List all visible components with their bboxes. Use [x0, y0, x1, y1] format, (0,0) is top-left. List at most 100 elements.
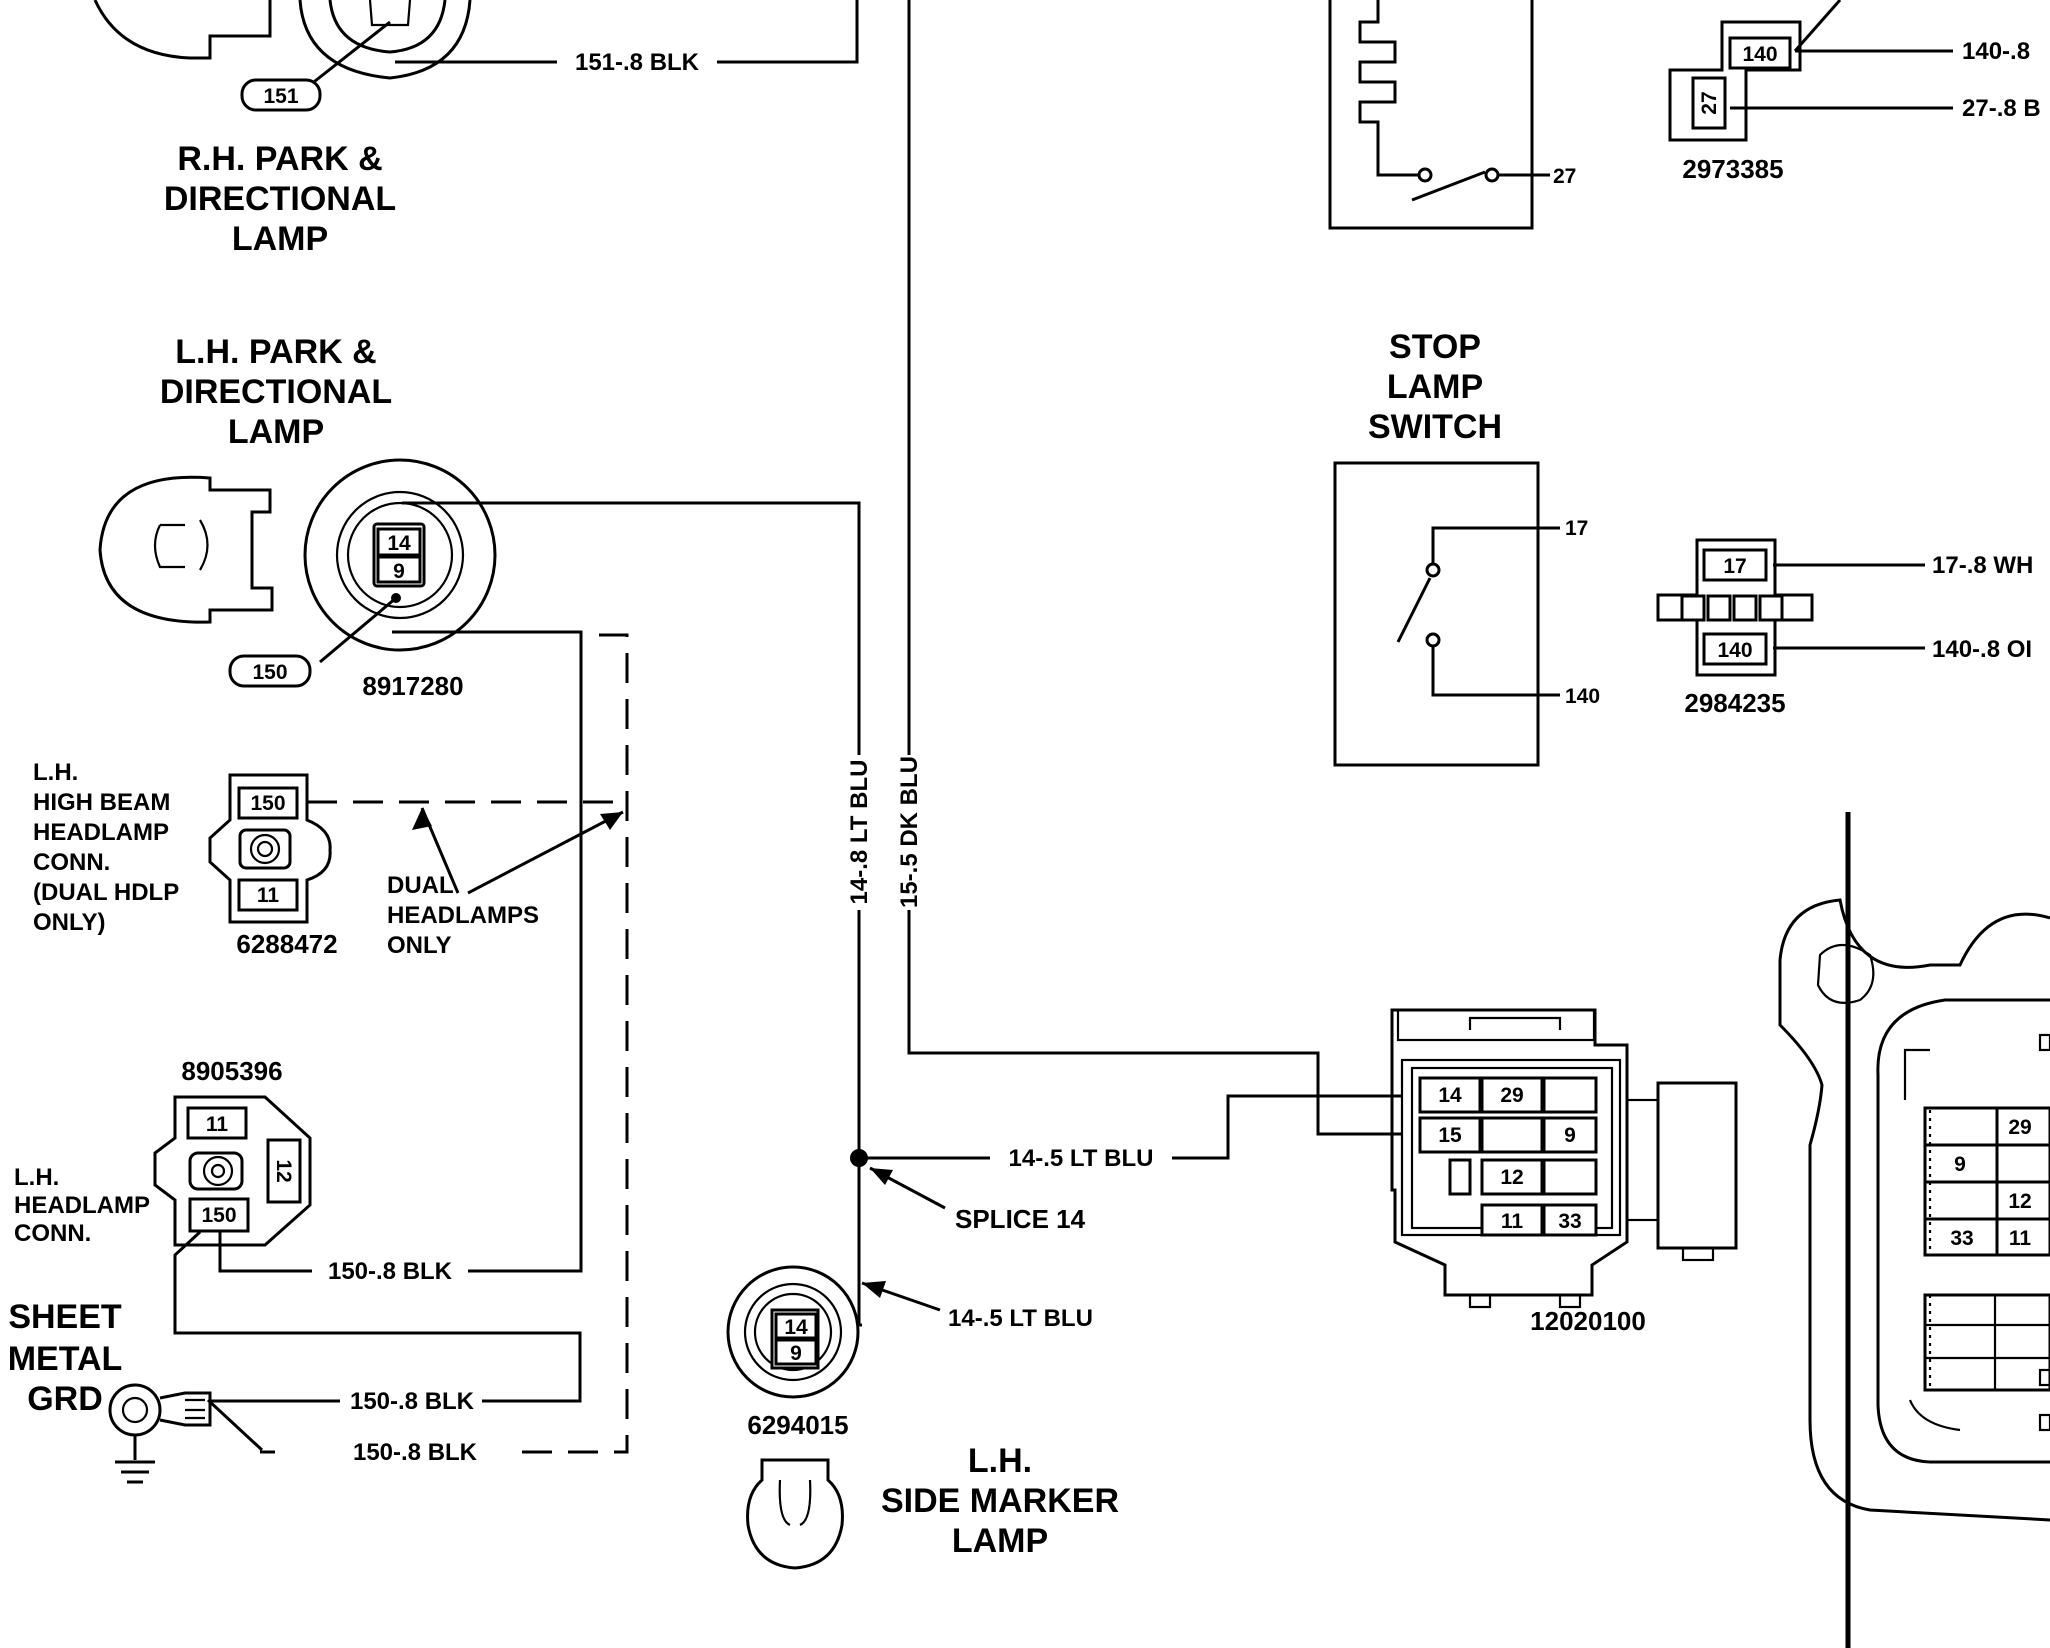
top-conn-pin-27-label: 27 — [1698, 91, 1721, 114]
hl-pin-12 — [266, 1138, 302, 1204]
rh-park-title-1: R.H. PARK & — [177, 140, 382, 178]
wire-label-15-vertical: 15-.5 DK BLU — [896, 756, 923, 908]
wire-label-150-dashed: 150-.8 BLK — [353, 1439, 478, 1466]
bulk-pin-33-label: 33 — [1558, 1210, 1581, 1233]
hb-label-4: CONN. — [33, 849, 110, 876]
stop-pin-140: 140 — [1565, 685, 1600, 708]
fp-pin-29 — [1995, 1106, 2050, 1147]
bulk-pin-33 — [1542, 1203, 1598, 1237]
wire-label-17: 17-.8 WH — [1932, 552, 2033, 579]
side-marker-socket — [726, 1265, 860, 1399]
wire-labels: 151-.8 BLK 140-.8 27-.8 B 17-.8 WH 140-.… — [328, 38, 2041, 1466]
dashed-wires — [206, 633, 629, 1454]
bulk-pin-29-label: 29 — [1500, 1084, 1523, 1107]
fp-pin-29-label: 29 — [2008, 1116, 2031, 1139]
high-beam-conn: L.H. HIGH BEAM HEADLAMP CONN. (DUAL HDLP… — [33, 759, 338, 959]
dual-note-1: DUAL — [387, 872, 454, 899]
sm-part-number: 6294015 — [747, 1410, 848, 1440]
dual-note-2: HEADLAMPS — [387, 902, 539, 929]
top-conn-part-number: 2973385 — [1682, 154, 1783, 184]
stop-conn-pin-17 — [1702, 548, 1768, 582]
hb-pin-11-label: 11 — [257, 884, 280, 907]
hb-pin-11 — [237, 878, 299, 912]
splice-dot — [850, 1149, 868, 1167]
fp-pin-11 — [1995, 1217, 2050, 1257]
bulk-pin-9-label: 9 — [1564, 1124, 1576, 1147]
hl-label-3: CONN. — [14, 1220, 91, 1247]
hb-label-2: HIGH BEAM — [33, 789, 170, 816]
bulk-pin-9 — [1542, 1116, 1598, 1154]
stop-label-1: STOP — [1389, 328, 1481, 366]
stop-conn-pin-140 — [1702, 632, 1768, 666]
stop-label-3: SWITCH — [1368, 408, 1502, 446]
wire-label-14-to-bulkhead: 14-.5 LT BLU — [1009, 1145, 1154, 1172]
fp-pin-33 — [1923, 1217, 1999, 1257]
splice-14: SPLICE 14 — [850, 1149, 1086, 1312]
hl-pin-150 — [188, 1197, 250, 1233]
top-connector: 140 27 2973385 — [1668, 20, 1802, 184]
sm-label-1: L.H. — [968, 1442, 1032, 1480]
headlamp-conn: 8905396 L.H. HEADLAMP CONN. 11 12 150 — [14, 1056, 312, 1247]
rh-park-pin-tag — [240, 78, 322, 112]
fuse-panel: 29 9 12 33 11 — [1778, 812, 2050, 1648]
bulk-pin-15 — [1418, 1116, 1482, 1154]
grd-label-3: GRD — [27, 1380, 103, 1418]
stop-lamp-switch: STOP LAMP SWITCH 17 140 — [1333, 328, 1600, 767]
lh-park-pin-9 — [376, 555, 422, 584]
rh-park-title-3: LAMP — [232, 220, 328, 258]
bulk-pin-12-label: 12 — [1500, 1166, 1523, 1189]
side-marker-lamp: 14 9 6294015 L.H. SIDE MARKER LAMP — [726, 1265, 1119, 1570]
ground-eyelet-icon — [108, 1383, 162, 1437]
wire-label-14-vertical: 14-.8 LT BLU — [846, 760, 873, 905]
rh-park-title-2: DIRECTIONAL — [164, 180, 396, 218]
bulk-pin-15-label: 15 — [1438, 1124, 1462, 1147]
lh-park-title-3: LAMP — [228, 413, 324, 451]
wire-label-140-right: 140-.8 OI — [1932, 636, 2032, 663]
lh-park-title-1: L.H. PARK & — [175, 333, 376, 371]
sm-label-2: SIDE MARKER — [881, 1482, 1119, 1520]
rh-park-lamp: 151 R.H. PARK & DIRECTIONAL LAMP — [93, 0, 472, 258]
bulk-pin-14 — [1418, 1076, 1482, 1114]
hb-pin-150-label: 150 — [250, 792, 285, 815]
lh-park-tag — [228, 654, 312, 688]
hb-label-5: (DUAL HDLP — [33, 879, 179, 906]
grd-label-1: SHEET — [8, 1298, 122, 1336]
top-conn-pin-140 — [1728, 36, 1792, 70]
hb-pin-150 — [237, 786, 299, 820]
stop-pin-17: 17 — [1565, 517, 1588, 540]
hb-part-number: 6288472 — [236, 929, 337, 959]
top-conn-pin-140-label: 140 — [1742, 43, 1777, 66]
fp-pin-12-label: 12 — [2008, 1190, 2031, 1213]
rh-park-pin: 151 — [263, 85, 298, 108]
bulk-pin-12 — [1480, 1158, 1544, 1196]
top-relay: 27 — [1328, 0, 1576, 230]
sm-pin-14 — [774, 1312, 818, 1340]
hb-label-3: HEADLAMP — [33, 819, 169, 846]
ground-symbol-icon — [115, 1460, 155, 1484]
lh-park-bulb-icon — [98, 475, 274, 624]
dual-headlamps-note: DUAL HEADLAMPS ONLY — [387, 807, 624, 959]
hl-label-2: HEADLAMP — [14, 1192, 150, 1219]
splice-label: SPLICE 14 — [955, 1204, 1086, 1234]
fp-pin-9 — [1923, 1143, 1999, 1184]
dual-note-3: ONLY — [387, 932, 451, 959]
bulk-part-number: 12020100 — [1530, 1306, 1646, 1336]
side-marker-bulb-icon — [746, 1458, 844, 1570]
sm-pin-9 — [774, 1338, 818, 1366]
hb-label-6: ONLY) — [33, 909, 105, 936]
hl-label-1: L.H. — [14, 1164, 59, 1191]
sm-pin-9-label: 9 — [790, 1342, 802, 1365]
top-conn-pin-27 — [1691, 76, 1727, 130]
bulk-pin-29 — [1480, 1076, 1544, 1114]
relay-pin-27: 27 — [1553, 165, 1576, 188]
lh-park-pin-14-label: 14 — [387, 532, 411, 555]
stop-conn-part-number: 2984235 — [1684, 688, 1785, 718]
bulk-pin-11 — [1480, 1203, 1544, 1237]
lh-park-pin-9-label: 9 — [393, 560, 405, 583]
bulk-pin-11-label: 11 — [1501, 1210, 1524, 1233]
lh-park-part-number: 8917280 — [362, 671, 463, 701]
wire-label-27: 27-.8 B — [1962, 95, 2041, 122]
wire-label-151: 151-.8 BLK — [575, 49, 700, 76]
stop-conn-pin-17-label: 17 — [1723, 555, 1746, 578]
